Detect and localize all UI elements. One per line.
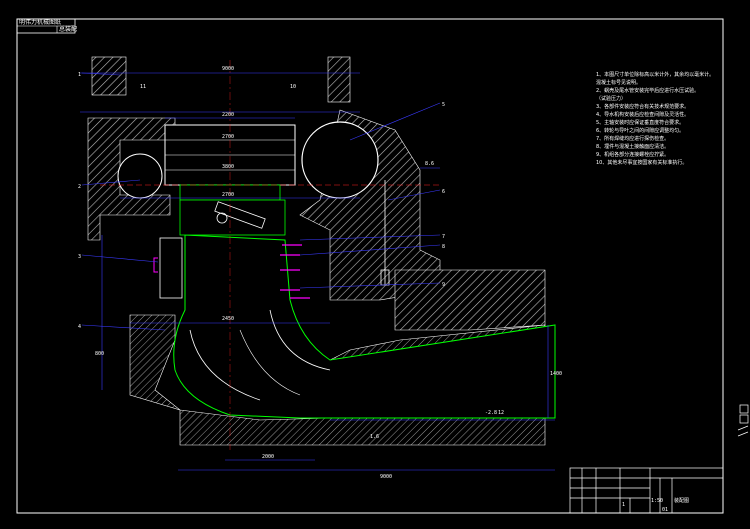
header-box: 明伟力机械图纸 总装配: [16, 18, 77, 34]
dim-bottom-total: 9000: [380, 474, 392, 480]
callout-9: 9: [442, 282, 445, 288]
note-7: 7、所有焊缝均应进行探伤检查。: [596, 135, 669, 142]
note-2: 2、蜗壳及尾水管安装完毕后应进行水压试验。: [596, 87, 699, 94]
callout-6: 6: [442, 189, 445, 195]
note-2b: （试验压力）: [596, 95, 626, 102]
dim-elev-b: -2.8: [485, 410, 497, 416]
title-sheet: 01: [662, 507, 668, 513]
title-quantity: 1: [622, 502, 625, 508]
note-1: 1、本图尺寸单位除标高以米计外，其余均以毫米计。: [596, 71, 714, 78]
note-1b: 混凝土标号见说明。: [596, 79, 641, 86]
note-3: 3、各部件安装应符合有关技术规范要求。: [596, 103, 689, 110]
title-scale: 1:50: [651, 498, 663, 504]
lower-foundation: [394, 269, 546, 331]
dim-upper-width: 2200: [222, 112, 234, 118]
callout-5: 5: [442, 102, 445, 108]
note-10: 10、其他未尽事宜按国家有关标准执行。: [596, 159, 687, 166]
title-block: [569, 467, 724, 514]
drawing-frame: [16, 18, 724, 514]
callout-12: 12: [498, 410, 504, 416]
header-sheet-tag: 总装配: [59, 25, 77, 33]
dimension-lines: [80, 72, 555, 471]
dim-left-height: 800: [95, 351, 104, 357]
callout-8: 8: [442, 244, 445, 250]
technical-notes: 1、本图尺寸单位除标高以米计外，其余均以毫米计。 混凝土标号见说明。 2、蜗壳及…: [596, 71, 714, 166]
callout-10: 10: [290, 84, 296, 90]
dim-bottom-seg: 2000: [262, 454, 274, 460]
dim-top-span: 9000: [222, 66, 234, 72]
dim-elev-a: 8.6: [425, 161, 434, 167]
callout-numbers: 1 2 3 4 5 6 7 8 9 10 11 12: [78, 72, 504, 416]
draft-curve-2: [269, 309, 331, 371]
note-6: 6、转轮与导叶之间的间隙应调整均匀。: [596, 127, 684, 134]
draft-curve-1: [189, 329, 261, 401]
note-8: 8、埋件与混凝土接触面应清洁。: [596, 143, 669, 150]
spiral-case-left: [117, 153, 163, 199]
draft-tube: [173, 234, 556, 419]
callout-7: 7: [442, 234, 445, 240]
dim-draft-span: 2450: [222, 316, 234, 322]
callout-11: 11: [140, 84, 146, 90]
callout-1: 1: [78, 72, 81, 78]
dim-right-height: 1400: [550, 371, 562, 377]
upper-left-wall: [91, 56, 127, 96]
pit-liner: [159, 237, 183, 299]
draft-curve-3: [239, 329, 301, 396]
dim-ring-dia: 3800: [222, 164, 234, 170]
note-9: 9、机组各部分连接螺栓应拧紧。: [596, 151, 669, 158]
callout-3: 3: [78, 254, 81, 260]
callout-2: 2: [78, 184, 81, 190]
dim-mid-dia: 2700: [222, 192, 234, 198]
dim-upper-width-2: 2700: [222, 134, 234, 140]
header-title: 明伟力机械图纸: [19, 18, 61, 26]
note-5: 5、主轴安装时应保证垂直度符合要求。: [596, 119, 684, 126]
access-hatch: [153, 257, 158, 273]
callout-4: 4: [78, 324, 81, 330]
right-edge-marks: [737, 404, 749, 437]
stair-marks: [280, 244, 310, 299]
dim-elev-c: 1.6: [370, 434, 379, 440]
servomotor: [214, 201, 266, 229]
note-4: 4、导水机构安装后应检查间隙及灵活性。: [596, 111, 689, 118]
upper-right-wall: [327, 56, 351, 103]
title-drawing-name: 装配图: [674, 497, 689, 504]
